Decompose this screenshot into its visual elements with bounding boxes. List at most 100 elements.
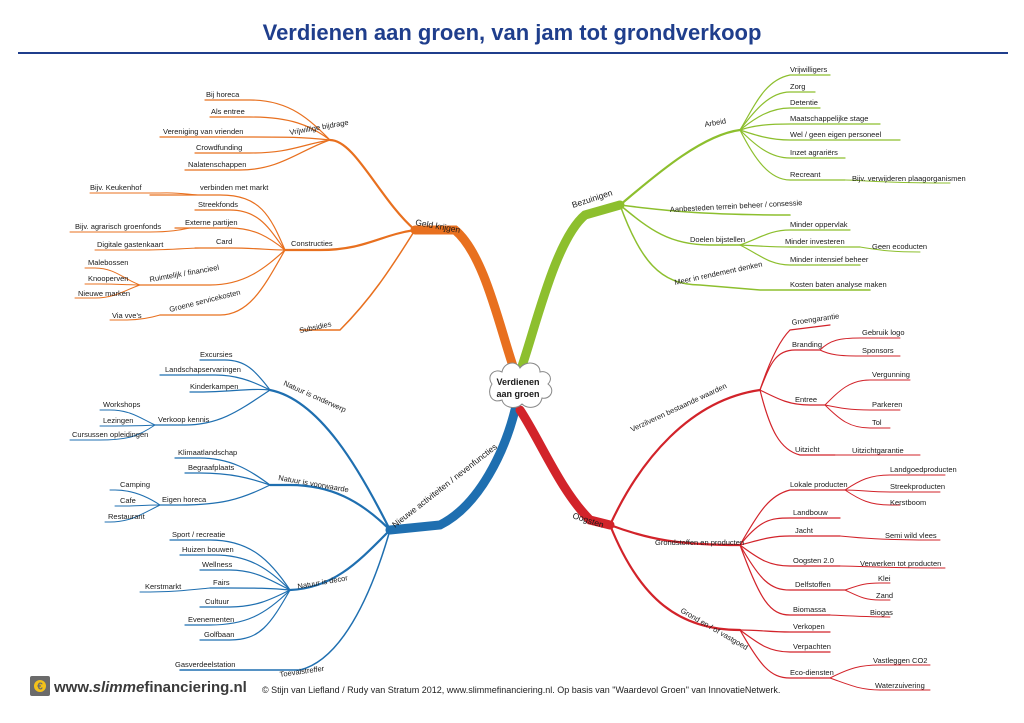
label-aanbesteden: Aanbesteden terrein beheer / consessie — [670, 198, 803, 214]
label-verbinden-met-markt: verbinden met markt — [200, 183, 269, 192]
label-workshops: Workshops — [103, 400, 141, 409]
label-digitale-gastenkaart: Digitale gastenkaart — [97, 240, 164, 249]
label-maatschappelijke-stage: Maatschappelijke stage — [790, 114, 868, 123]
label-vereniging: Vereniging van vrienden — [163, 127, 243, 136]
label-nalatenschappen: Nalatenschappen — [188, 160, 246, 169]
label-oogsten-2: Oogsten 2.0 — [793, 556, 834, 565]
label-landgoedproducten: Landgoedproducten — [890, 465, 957, 474]
label-excursies: Excursies — [200, 350, 233, 359]
label-biomassa: Biomassa — [793, 605, 827, 614]
label-natuur-is-onderwerp: Natuur is onderwerp — [282, 379, 347, 415]
footer-brand-link[interactable]: www.slimmefinanciering.nl — [54, 679, 247, 696]
label-vergunning: Vergunning — [872, 370, 910, 379]
center-label-line-2: aan groen — [496, 389, 539, 399]
branch-oogsten-labels: Oogsten Verzilveren bestaande waarden Gr… — [571, 311, 956, 690]
branch-nieuwe-activiteiten-labels: Nieuwe activiteiten / nevenfuncties Natu… — [72, 350, 499, 679]
label-kerstboom: Kerstboom — [890, 498, 926, 507]
label-recreant: Recreant — [790, 170, 821, 179]
title-underline — [18, 52, 1008, 54]
label-landschapservaringen: Landschapservaringen — [165, 365, 241, 374]
label-zorg: Zorg — [790, 82, 805, 91]
branch-bezuinigen-labels: Bezuinigen Arbeid Vrijwilligers Zorg Det… — [571, 65, 966, 289]
label-uitzichtgarantie: Uitzichtgarantie — [852, 446, 904, 455]
label-groengarantie: Groengarantie — [791, 311, 840, 327]
label-detentie: Detentie — [790, 98, 818, 107]
label-inzet-agrariers: Inzet agrariërs — [790, 148, 838, 157]
label-groene-servicekosten: Groene servicekosten — [168, 288, 241, 314]
label-malebossen: Malebossen — [88, 258, 128, 267]
label-cafe: Cafe — [120, 496, 136, 505]
label-gebruik-logo: Gebruik logo — [862, 328, 905, 337]
label-card: Card — [216, 237, 232, 246]
label-minder-investeren: Minder investeren — [785, 237, 845, 246]
label-kinderkampen: Kinderkampen — [190, 382, 238, 391]
label-geen-ecoducten: Geen ecoducten — [872, 242, 927, 251]
label-verkoop-kennis: Verkoop kennis — [158, 415, 210, 424]
footer-brand-pre: www. — [54, 679, 93, 696]
label-als-entree: Als entree — [211, 107, 245, 116]
label-verzilveren: Verzilveren bestaande waarden — [629, 381, 728, 434]
label-jacht: Jacht — [795, 526, 814, 535]
label-verwijderen-plaagorganismen: Bijv. verwijderen plaagorganismen — [852, 174, 966, 183]
label-verwerken-tot-producten: Verwerken tot producten — [860, 559, 941, 568]
label-ruimtelijk-financieel: Ruimtelijk / financieel — [149, 263, 220, 284]
label-nieuwe-marken: Nieuwe marken — [78, 289, 130, 298]
branch-oogsten-lines — [515, 324, 946, 691]
label-cursussen-opleidingen: Cursussen opleidingen — [72, 430, 148, 439]
label-bijv-agrarisch-groenfonds: Bijv. agrarisch groenfonds — [75, 222, 161, 231]
label-subsidies: Subsidies — [299, 319, 333, 335]
label-constructies: Constructies — [291, 239, 333, 248]
label-natuur-is-decor: Natuur is decor — [297, 573, 349, 591]
label-waterzuivering: Waterzuivering — [875, 681, 925, 690]
label-parkeren: Parkeren — [872, 400, 902, 409]
label-eco-diensten: Eco-diensten — [790, 668, 834, 677]
label-vrijwilligers: Vrijwilligers — [790, 65, 827, 74]
label-bij-horeca: Bij horeca — [206, 90, 240, 99]
label-restaurant: Restaurant — [108, 512, 146, 521]
label-entree: Entree — [795, 395, 817, 404]
page-title: Verdienen aan groen, van jam tot grondve… — [262, 20, 762, 45]
label-sport-recreatie: Sport / recreatie — [172, 530, 225, 539]
branch-geld-krijgen-lines — [69, 99, 520, 377]
center-label-line-1: Verdienen — [496, 377, 539, 387]
label-branding: Branding — [792, 340, 822, 349]
label-via-vves: Via vve's — [112, 311, 142, 320]
label-klei: Klei — [878, 574, 891, 583]
label-crowdfunding: Crowdfunding — [196, 143, 242, 152]
label-knooperven: Knooperven — [88, 274, 128, 283]
label-bijv-keukenhof: Bijv. Keukenhof — [90, 183, 142, 192]
label-toevalstreffer: Toevalstreffer — [279, 664, 325, 679]
footer-brand-post: financiering.nl — [144, 679, 247, 696]
label-delfstoffen: Delfstoffen — [795, 580, 831, 589]
label-kosten-baten-analyse: Kosten baten analyse maken — [790, 280, 887, 289]
label-eigen-horeca: Eigen horeca — [162, 495, 207, 504]
branch-geld-krijgen-labels: Geld krijgen Vrijwillige bijdrage Bij ho… — [75, 90, 461, 335]
label-camping: Camping — [120, 480, 150, 489]
branch-nieuwe-activiteiten-lines — [69, 359, 520, 671]
label-verkopen: Verkopen — [793, 622, 825, 631]
label-sponsors: Sponsors — [862, 346, 894, 355]
label-doelen-bijstellen: Doelen bijstellen — [690, 235, 745, 244]
label-evenementen: Evenementen — [188, 615, 234, 624]
label-minder-intensief-beheer: Minder intensief beheer — [790, 255, 869, 264]
label-natuur-is-voorwaarde: Natuur is voorwaarde — [278, 473, 350, 494]
footer-credit: © Stijn van Liefland / Rudy van Stratum … — [262, 685, 781, 695]
label-arbeid: Arbeid — [704, 116, 727, 129]
label-zand: Zand — [876, 591, 893, 600]
label-lokale-producten: Lokale producten — [790, 480, 848, 489]
footer-brand-italic: slimme — [92, 679, 145, 696]
label-cultuur: Cultuur — [205, 597, 230, 606]
slimmefinanciering-logo-icon: € — [30, 676, 50, 696]
branch-bezuinigen-lines — [515, 74, 951, 377]
label-rendement-denken: Meer in rendement denken — [674, 260, 764, 287]
label-vastleggen-co2: Vastleggen CO2 — [873, 656, 927, 665]
label-lezingen: Lezingen — [103, 416, 133, 425]
label-fairs: Fairs — [213, 578, 230, 587]
label-klimaatlandschap: Klimaatlandschap — [178, 448, 237, 457]
label-tol: Tol — [872, 418, 882, 427]
label-streekproducten: Streekproducten — [890, 482, 945, 491]
label-landbouw: Landbouw — [793, 508, 828, 517]
label-golfbaan: Golfbaan — [204, 630, 234, 639]
label-vrijwillige-bijdrage: Vrijwillige bijdrage — [289, 118, 349, 137]
